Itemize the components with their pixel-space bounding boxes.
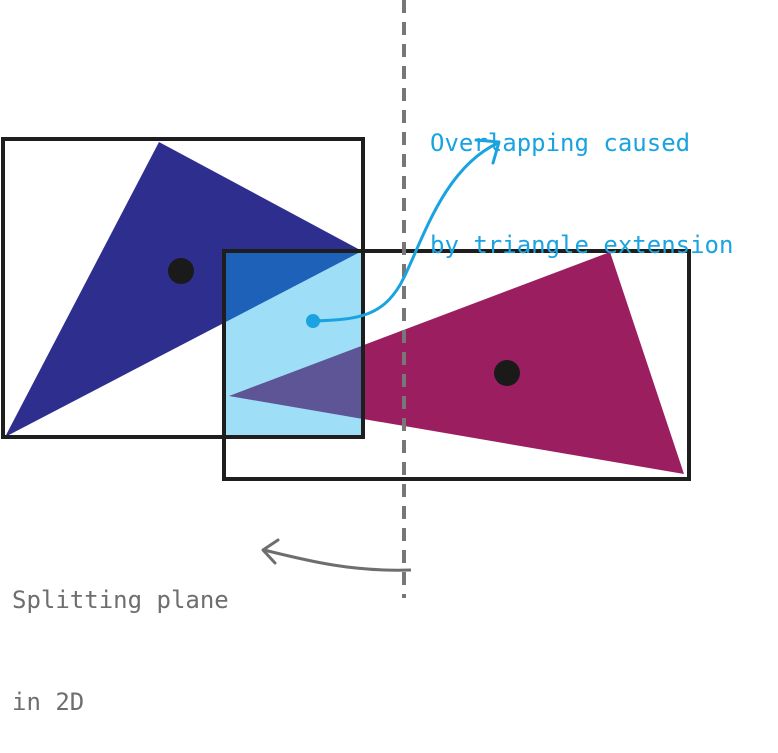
right-triangle [229,252,684,474]
left-triangle-in-overlap [224,251,362,323]
splitting-plane-annotation-line2: in 2D [12,688,85,716]
right-triangle-in-overlap [229,345,363,419]
splitting-plane-annotation-line1: Splitting plane [12,586,229,614]
overlap-annotation-line1: Overlapping caused [430,129,691,157]
left-triangle [5,142,362,437]
overlap-annotation-line2: by triangle extension [430,231,734,259]
plane-arrowhead [261,538,280,565]
right-centroid [494,360,520,386]
bvh-overlap-diagram [1,0,691,598]
plane-arrow [263,548,412,572]
right-bounding-box [222,249,691,481]
left-bounding-box [1,137,365,439]
overlap-arrow [312,141,499,323]
splitting-plane-annotation: Splitting plane in 2D [12,515,229,753]
left-centroid [168,258,194,284]
overlap-annotation: Overlapping caused by triangle extension [430,58,733,296]
overlap-arrowhead [474,138,501,165]
